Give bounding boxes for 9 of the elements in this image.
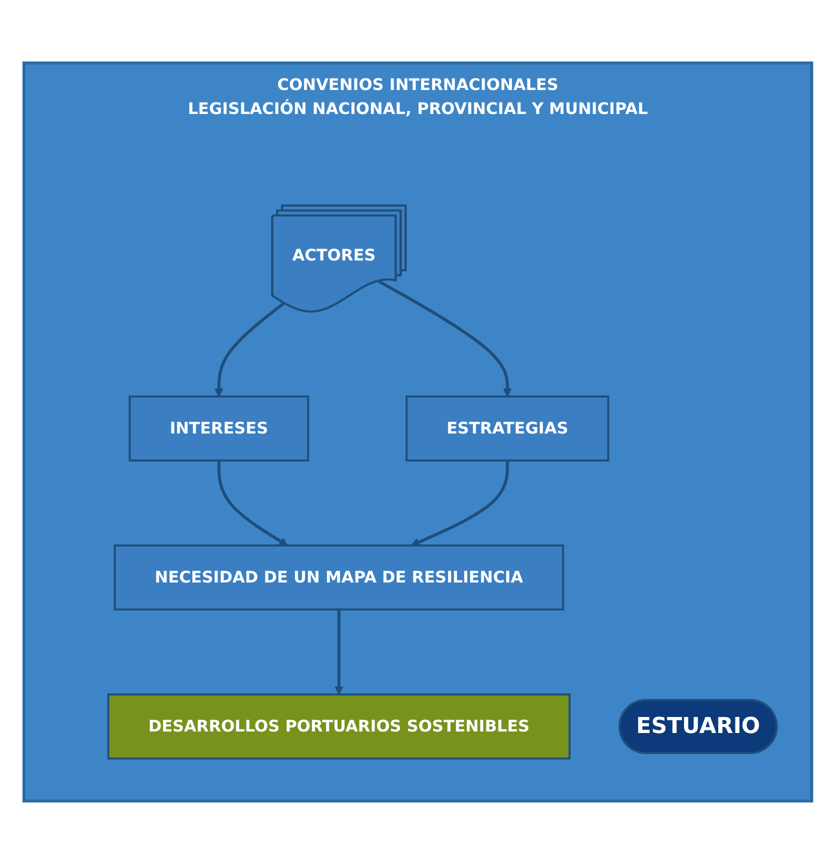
node-box: NECESIDAD DE UN MAPA DE RESILIENCIA: [114, 544, 564, 610]
node-box: ESTRATEGIAS: [406, 395, 610, 461]
arrow: [218, 460, 288, 546]
node-box: DESARROLLOS PORTUARIOS SOSTENIBLES: [107, 692, 571, 759]
arrow: [378, 279, 512, 396]
arrow: [411, 460, 510, 546]
arrow: [214, 301, 286, 396]
node-box: INTERESES: [128, 395, 310, 461]
arrow: [334, 609, 344, 694]
